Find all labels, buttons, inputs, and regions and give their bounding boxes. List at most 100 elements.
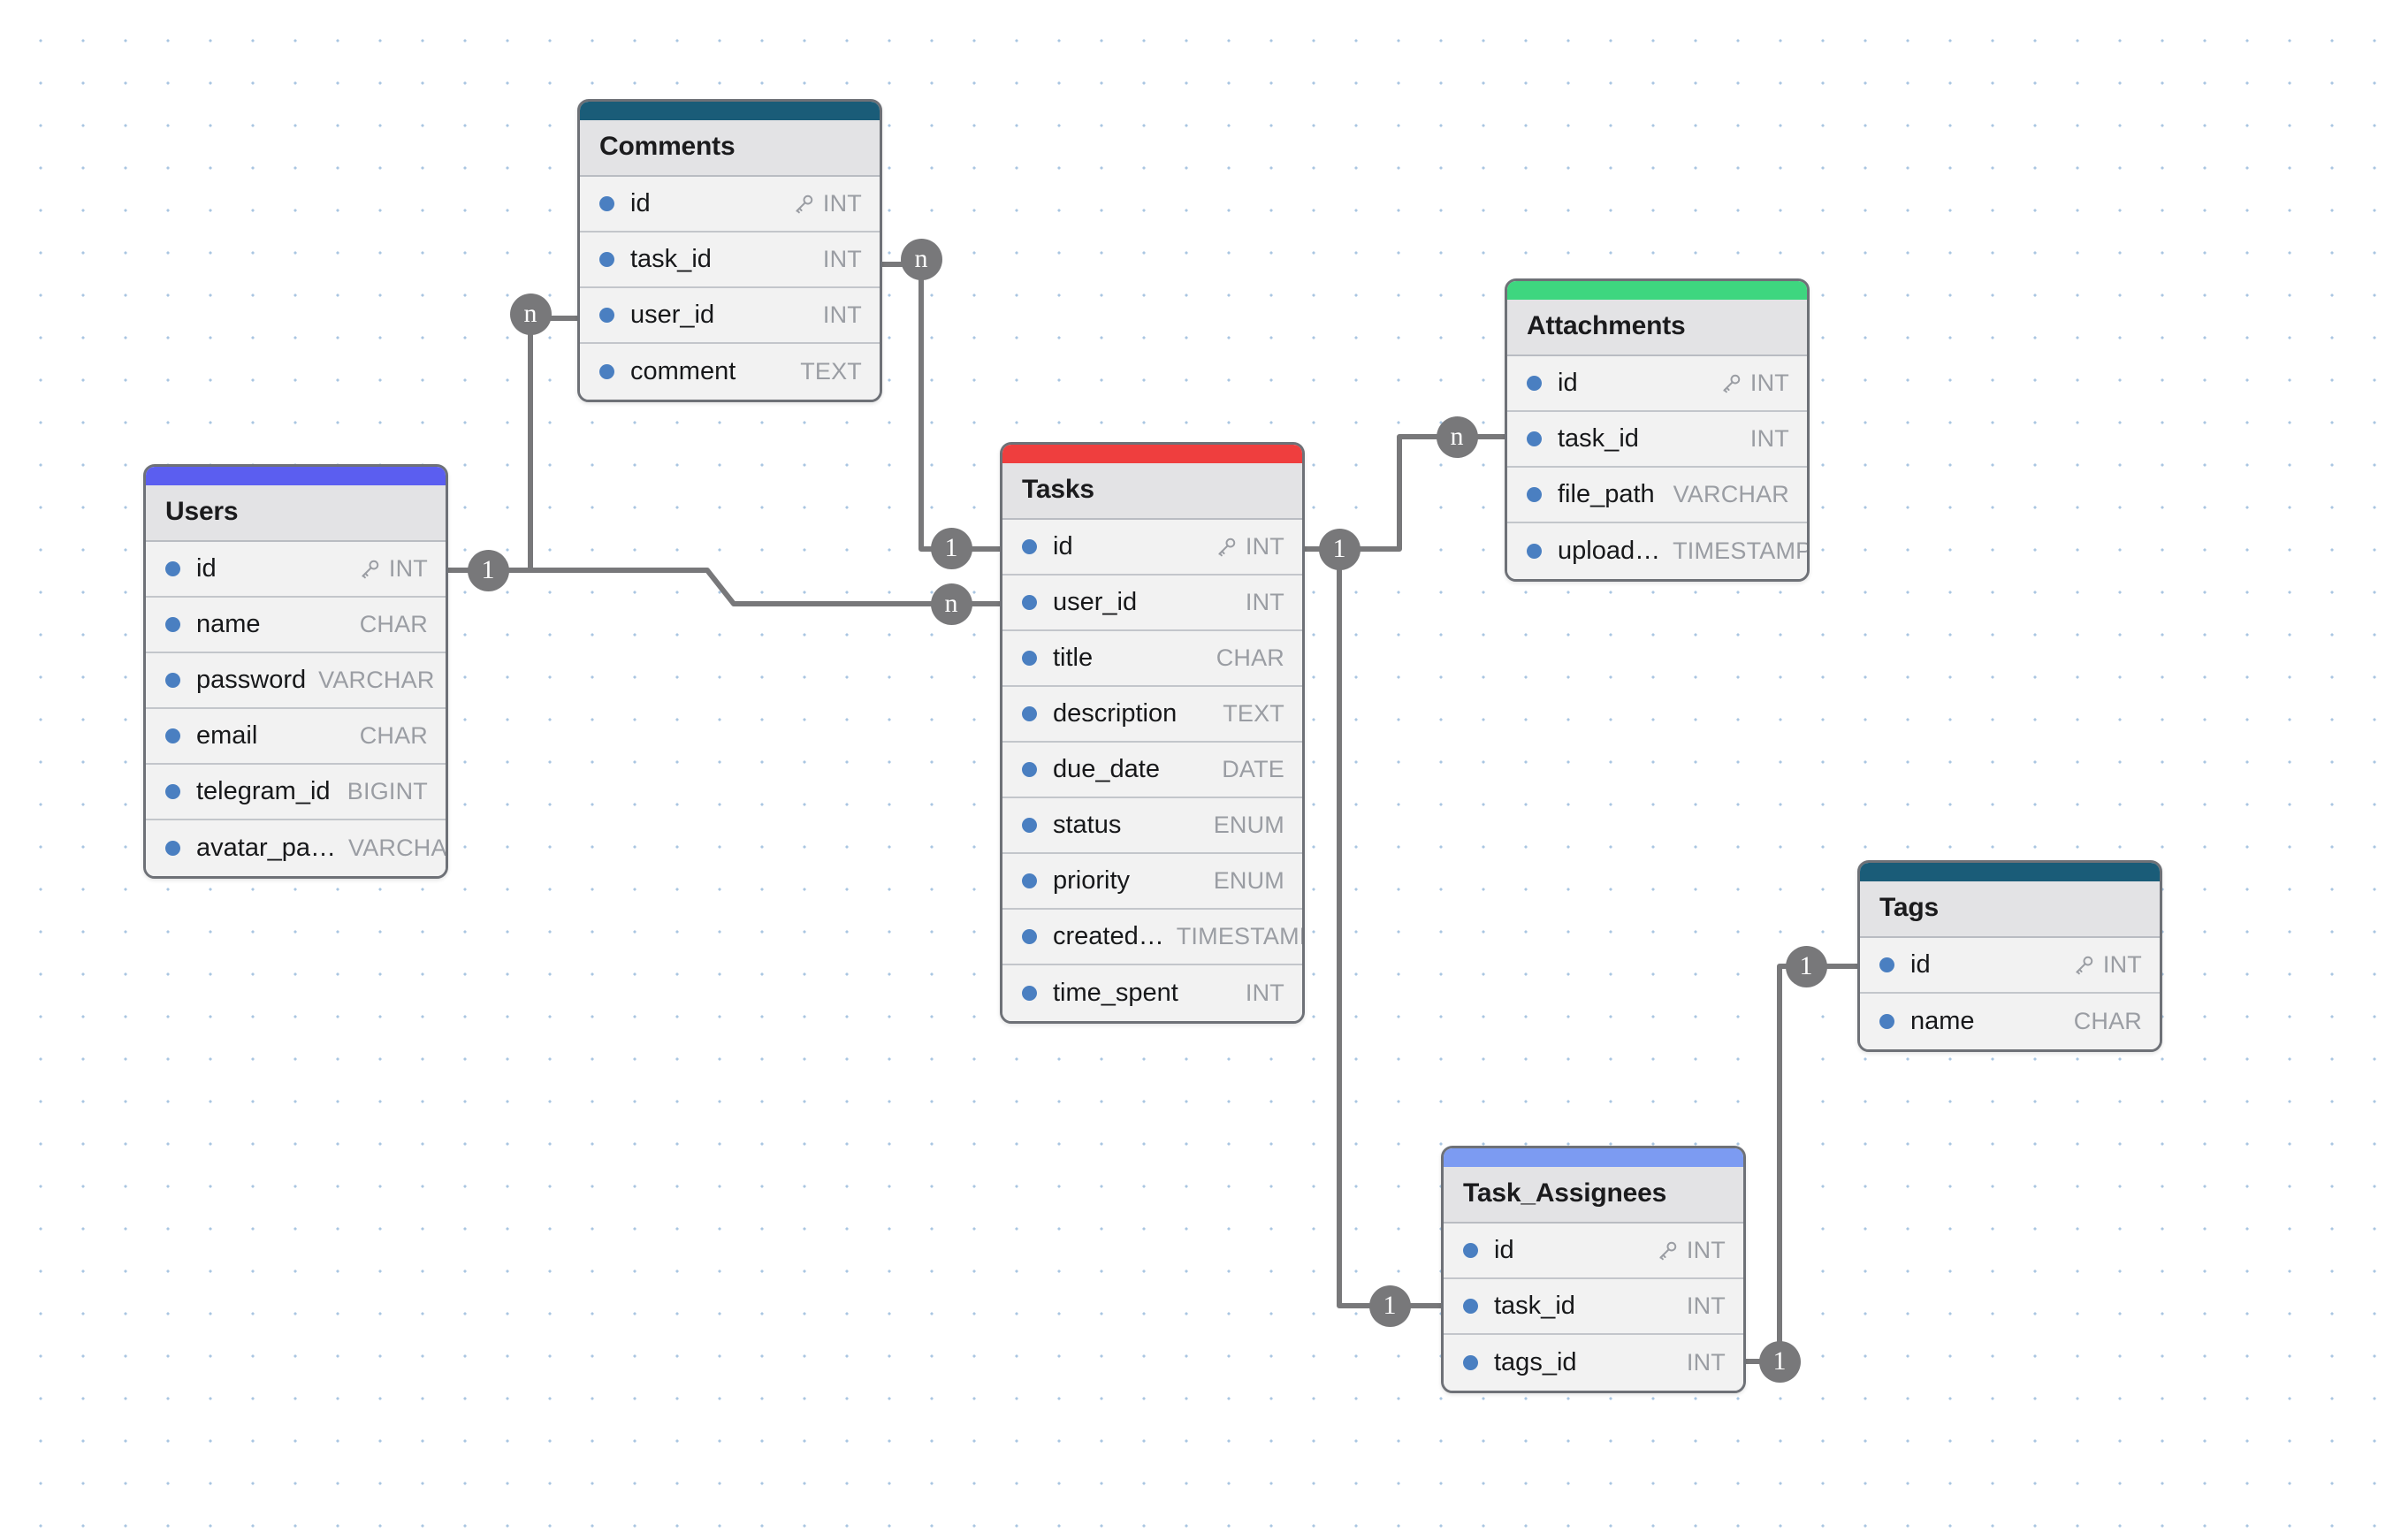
- key-icon: [796, 194, 813, 214]
- field-type: CHAR: [359, 611, 428, 637]
- field-bullet-icon: [1527, 431, 1542, 446]
- field-meta: INT: [1708, 370, 1789, 397]
- field-name: priority: [1053, 866, 1131, 895]
- field-meta: INT: [1644, 1237, 1726, 1264]
- field-type: INT: [822, 246, 862, 272]
- field-row-users-id[interactable]: id INT: [146, 542, 446, 598]
- field-bullet-icon: [599, 252, 614, 267]
- badge-tasks-right-1[interactable]: 1: [1318, 528, 1361, 570]
- field-bullet-icon: [165, 784, 180, 799]
- field-type: INT: [1686, 1237, 1726, 1263]
- field-name: id: [196, 554, 217, 583]
- field-meta: ENUM: [1201, 867, 1284, 895]
- badge-comments-user-n[interactable]: n: [509, 293, 552, 335]
- badge-users-id-1[interactable]: 1: [467, 549, 509, 591]
- field-row-tasks-priority[interactable]: priority ENUM: [1002, 854, 1302, 910]
- field-row-attachments-id[interactable]: id INT: [1507, 356, 1807, 412]
- field-row-users-email[interactable]: email CHAR: [146, 709, 446, 765]
- field-meta: CHAR: [2062, 1008, 2142, 1035]
- field-bullet-icon: [165, 673, 180, 688]
- field-meta: INT: [1233, 980, 1284, 1007]
- field-row-attachments-upload[interactable]: upload… TIMESTAMP: [1507, 523, 1807, 579]
- badge-tags-id-1[interactable]: 1: [1785, 945, 1827, 987]
- table-accent-bar-comments: [580, 102, 880, 120]
- field-type: INT: [388, 555, 428, 582]
- badge-attach-task-n[interactable]: n: [1436, 415, 1478, 458]
- field-type: ENUM: [1213, 867, 1284, 894]
- table-header-users[interactable]: Users: [146, 485, 446, 542]
- field-bullet-icon: [1527, 376, 1542, 391]
- field-meta: INT: [2061, 951, 2142, 979]
- field-meta: CHAR: [347, 722, 428, 750]
- table-header-tasks[interactable]: Tasks: [1002, 463, 1302, 520]
- table-header-attachments[interactable]: Attachments: [1507, 300, 1807, 356]
- field-name: upload…: [1558, 537, 1661, 565]
- field-meta: TIMESTAMP: [1660, 537, 1810, 565]
- field-type: INT: [1245, 980, 1284, 1006]
- field-name: email: [196, 721, 258, 750]
- field-bullet-icon: [165, 561, 180, 576]
- field-bullet-icon: [1527, 544, 1542, 559]
- field-type: VARCHAR: [318, 667, 435, 693]
- field-bullet-icon: [1022, 651, 1037, 666]
- field-name: file_path: [1558, 480, 1655, 508]
- field-row-comments-task_id[interactable]: task_id INT: [580, 233, 880, 288]
- field-name: task_id: [630, 245, 712, 273]
- field-meta: INT: [1674, 1349, 1726, 1376]
- table-accent-bar-attachments: [1507, 281, 1807, 300]
- table-header-comments[interactable]: Comments: [580, 120, 880, 177]
- badge-tasks-user-n[interactable]: n: [930, 583, 972, 625]
- field-type: VARCHAR: [348, 835, 447, 861]
- field-row-users-avatar_pa[interactable]: avatar_pa…VARCHAR: [146, 820, 446, 876]
- field-type: TIMESTAMP: [1673, 537, 1810, 564]
- field-row-comments-user_id[interactable]: user_id INT: [580, 288, 880, 344]
- field-name: user_id: [630, 301, 715, 329]
- badge-tasks-id-1[interactable]: 1: [930, 527, 972, 569]
- field-type: INT: [1245, 589, 1284, 615]
- field-meta: TEXT: [1210, 700, 1284, 728]
- field-bullet-icon: [1022, 762, 1037, 777]
- edge-tags-assignees: [1743, 964, 1860, 1364]
- table-title-attachments: Attachments: [1527, 311, 1686, 340]
- badge-comments-task-n[interactable]: n: [900, 238, 942, 280]
- table-header-task_assignees[interactable]: Task_Assignees: [1444, 1167, 1743, 1224]
- field-row-tasks-created[interactable]: created…TIMESTAMP: [1002, 910, 1302, 965]
- badge-assignees-task-1[interactable]: 1: [1368, 1285, 1411, 1327]
- field-type: CHAR: [359, 722, 428, 749]
- field-name: id: [1558, 369, 1578, 397]
- field-bullet-icon: [1022, 818, 1037, 833]
- field-meta: INT: [811, 301, 862, 329]
- table-title-task_assignees: Task_Assignees: [1463, 1178, 1667, 1208]
- table-header-tags[interactable]: Tags: [1860, 881, 2160, 938]
- field-type: BIGINT: [347, 778, 428, 804]
- field-bullet-icon: [1879, 957, 1894, 972]
- badge-assignees-tags-1[interactable]: 1: [1758, 1340, 1801, 1383]
- key-icon: [1659, 1241, 1677, 1261]
